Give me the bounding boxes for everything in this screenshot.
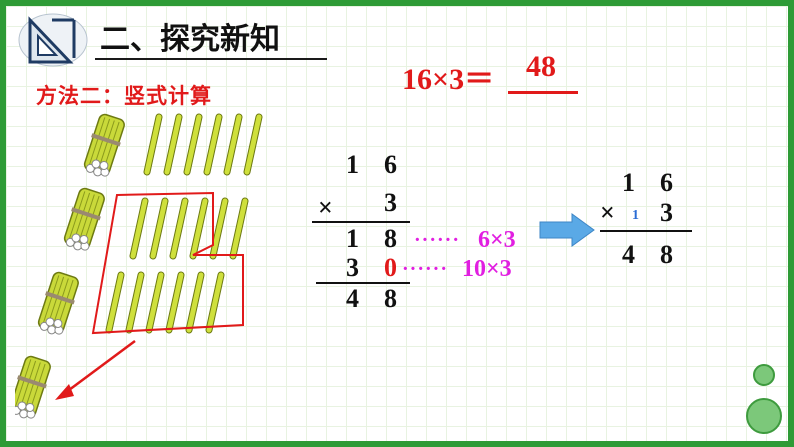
right-arrow-icon xyxy=(539,213,595,247)
dots-1: ······ xyxy=(414,229,461,251)
dots-2: ······ xyxy=(402,258,449,280)
partial2-ones-zero: 0 xyxy=(384,253,397,282)
partial1-tens: 1 xyxy=(346,224,359,253)
partial2-tens: 3 xyxy=(346,253,359,282)
calc-line-1 xyxy=(312,221,410,223)
partial1-ones: 8 xyxy=(384,224,397,253)
compact-top-ones: 6 xyxy=(660,168,673,197)
top-digit-ones: 6 xyxy=(384,150,397,179)
carry-digit: 1 xyxy=(632,208,639,223)
compact-result-tens: 4 xyxy=(622,240,635,269)
top-digit-tens: 1 xyxy=(346,150,359,179)
times-sign: × xyxy=(318,193,333,222)
answer-blank-line xyxy=(508,91,578,94)
calc-line-2 xyxy=(316,282,410,284)
partial1-note: 6×3 xyxy=(478,227,516,253)
compact-calc-line xyxy=(600,230,692,232)
method-subtitle: 方法二：竖式计算 xyxy=(36,84,212,108)
equation-answer: 48 xyxy=(526,50,556,83)
result-tens: 4 xyxy=(346,284,359,313)
equation-left: 16×3＝ xyxy=(402,63,495,96)
compact-times-sign: × xyxy=(600,198,615,227)
ruler-triangle-logo-icon xyxy=(18,13,88,67)
result-ones: 8 xyxy=(384,284,397,313)
compact-top-tens: 1 xyxy=(622,168,635,197)
partial2-note: 10×3 xyxy=(462,256,512,282)
multiplier-digit: 3 xyxy=(384,188,397,217)
compact-result-ones: 8 xyxy=(660,240,673,269)
counting-sticks-illustration xyxy=(15,111,300,423)
section-title: 二、探究新知 xyxy=(100,22,280,57)
compact-multiplier: 3 xyxy=(660,198,673,227)
title-underline xyxy=(95,58,327,60)
decorative-green-circles xyxy=(746,364,782,434)
